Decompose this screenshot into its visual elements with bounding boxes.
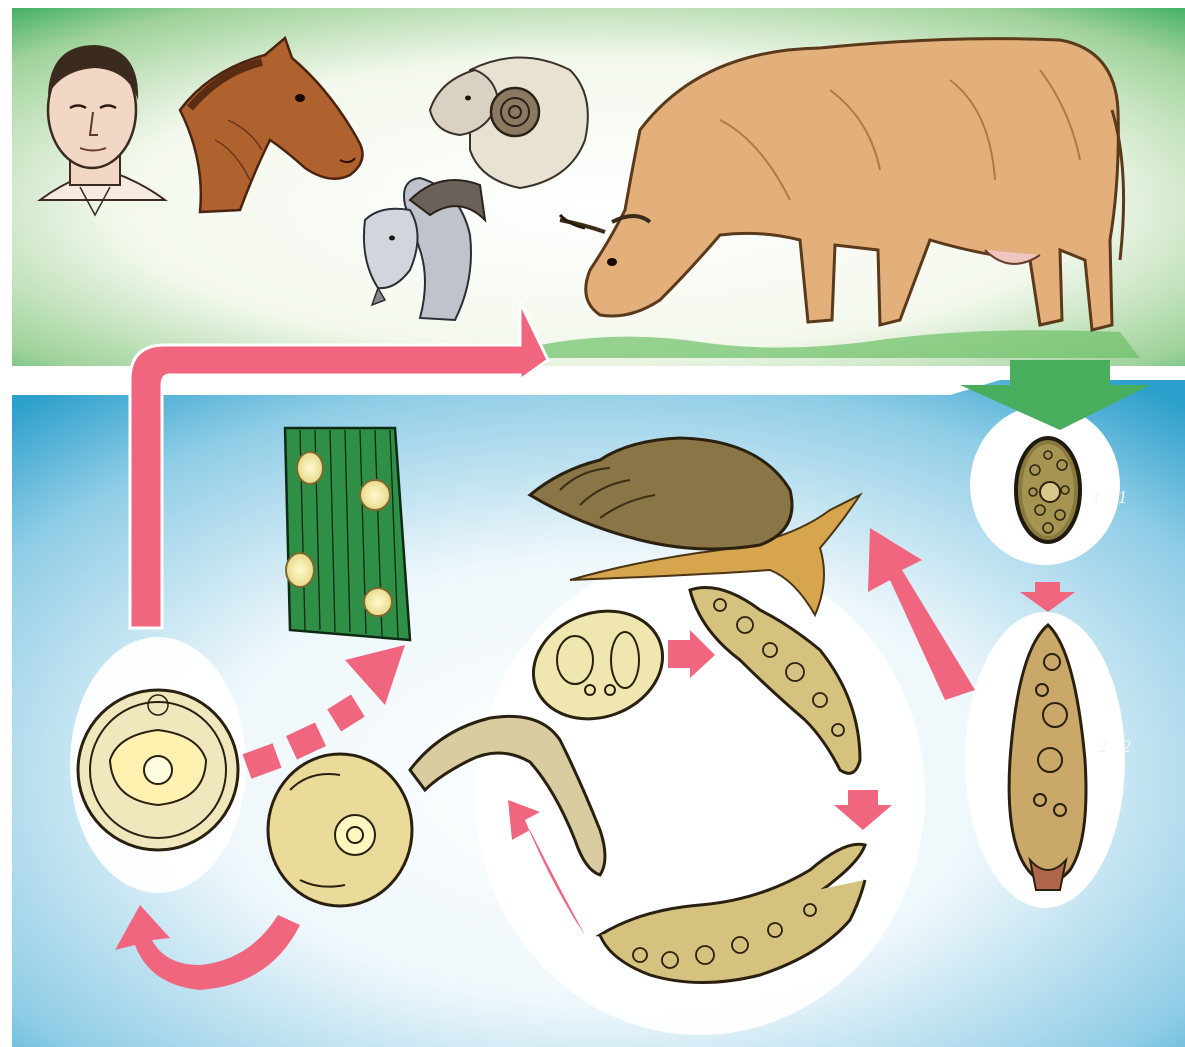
miracidium-stage-label: 2 bbox=[1098, 736, 1107, 756]
egg-stage-label: 1 bbox=[1092, 487, 1101, 507]
miracidium-stage-label-repeat: 2 bbox=[1122, 736, 1131, 756]
aquatic-plant-with-cysts bbox=[285, 428, 410, 640]
metacercaria-cyst-stage bbox=[78, 690, 238, 850]
egg-stage-label-repeat: 1 bbox=[1118, 487, 1127, 507]
egg-stage bbox=[1016, 438, 1080, 542]
